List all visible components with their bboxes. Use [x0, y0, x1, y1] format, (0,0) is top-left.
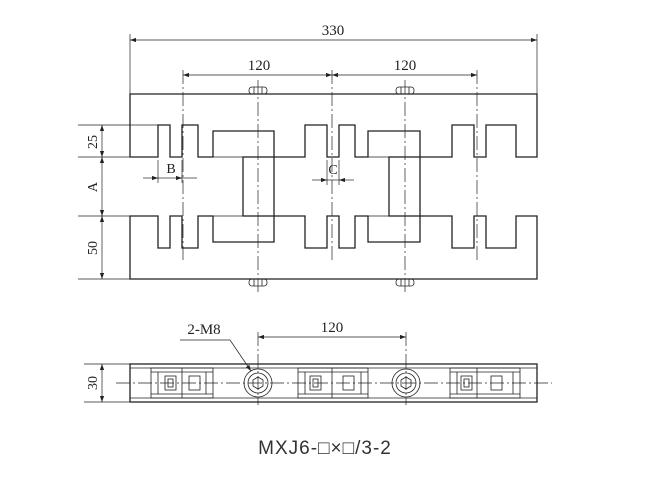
lower-bar-outline	[129, 215, 538, 280]
front-view: 120 2-M8 30	[84, 320, 552, 405]
dim-thickness: 30	[86, 376, 101, 390]
thread-note: 2-M8	[187, 322, 220, 338]
dim-spacing-left: 120	[248, 58, 271, 74]
dim-spacing-right: 120	[394, 58, 417, 74]
thread-leader	[229, 339, 252, 372]
dim-overall-length: 330	[322, 23, 345, 39]
dim-slot-b: B	[166, 162, 175, 177]
dim-upper-height: 25	[86, 135, 101, 149]
model-code: MXJ6-□×□/3-2	[258, 438, 392, 459]
dim-slot-c: C	[328, 163, 337, 178]
dim-lower-height: 50	[86, 241, 101, 255]
center-post-right	[388, 156, 421, 217]
dim-gap-a: A	[86, 181, 101, 192]
top-view: 330 120 120 25 A 50 B C	[78, 23, 538, 292]
dim-bottom-spacing: 120	[321, 320, 344, 336]
center-post-left	[242, 156, 275, 217]
upper-bar-outline	[129, 93, 538, 158]
